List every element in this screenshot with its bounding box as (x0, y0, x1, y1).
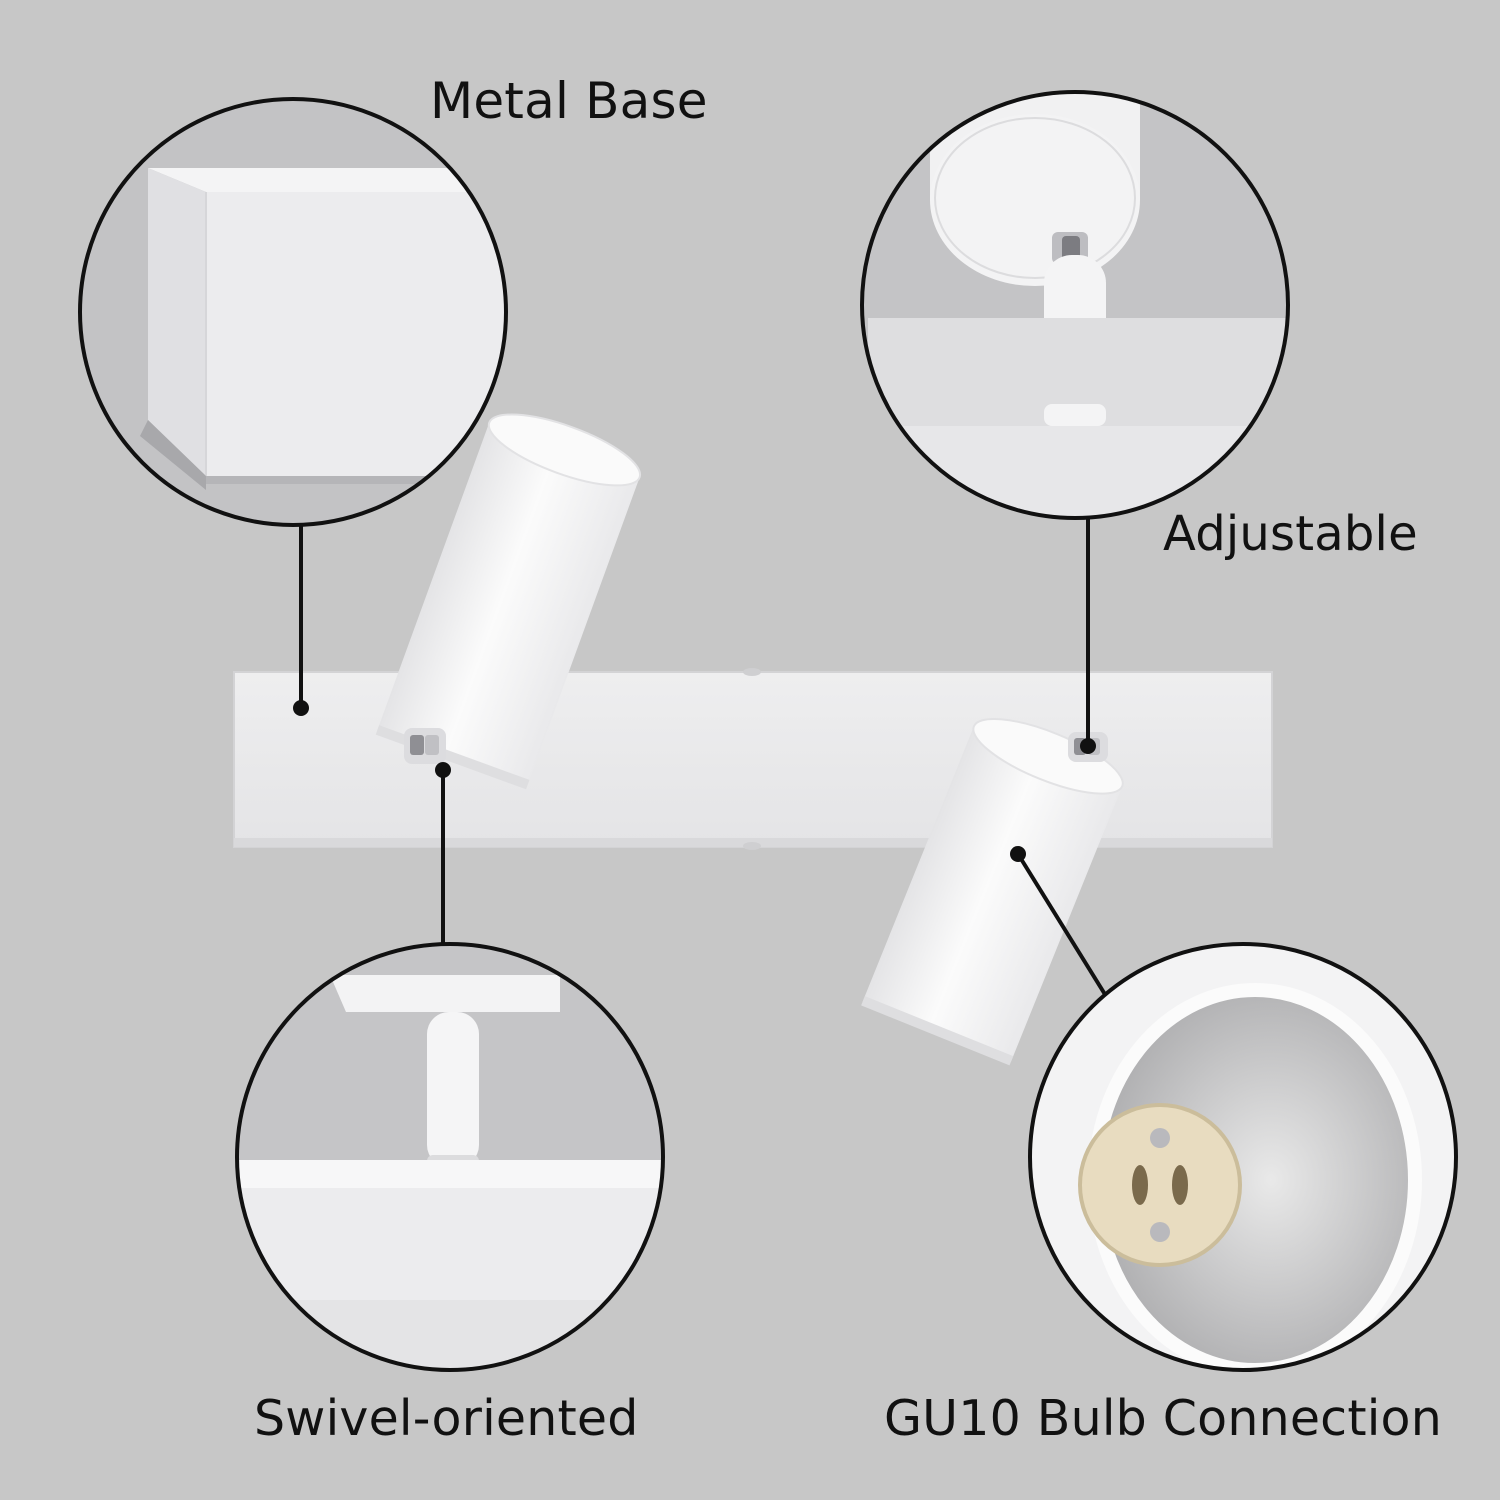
left-spotlight (375, 413, 642, 790)
swivel-oriented-label: Swivel-oriented (254, 1390, 639, 1447)
metal-base-label: Metal Base (430, 72, 708, 130)
zoom-swivel (235, 942, 665, 1372)
zoom-gu10-socket (1028, 942, 1458, 1372)
callout-connectors (293, 518, 1108, 998)
zoom-adjustable (860, 90, 1290, 520)
mounting-bar (233, 668, 1273, 850)
zoom-metal-base (78, 97, 508, 527)
adjustable-label: Adjustable (1163, 506, 1418, 562)
gu10-bulb-connection-label: GU10 Bulb Connection (884, 1390, 1442, 1447)
left-swivel-joint (404, 728, 446, 764)
